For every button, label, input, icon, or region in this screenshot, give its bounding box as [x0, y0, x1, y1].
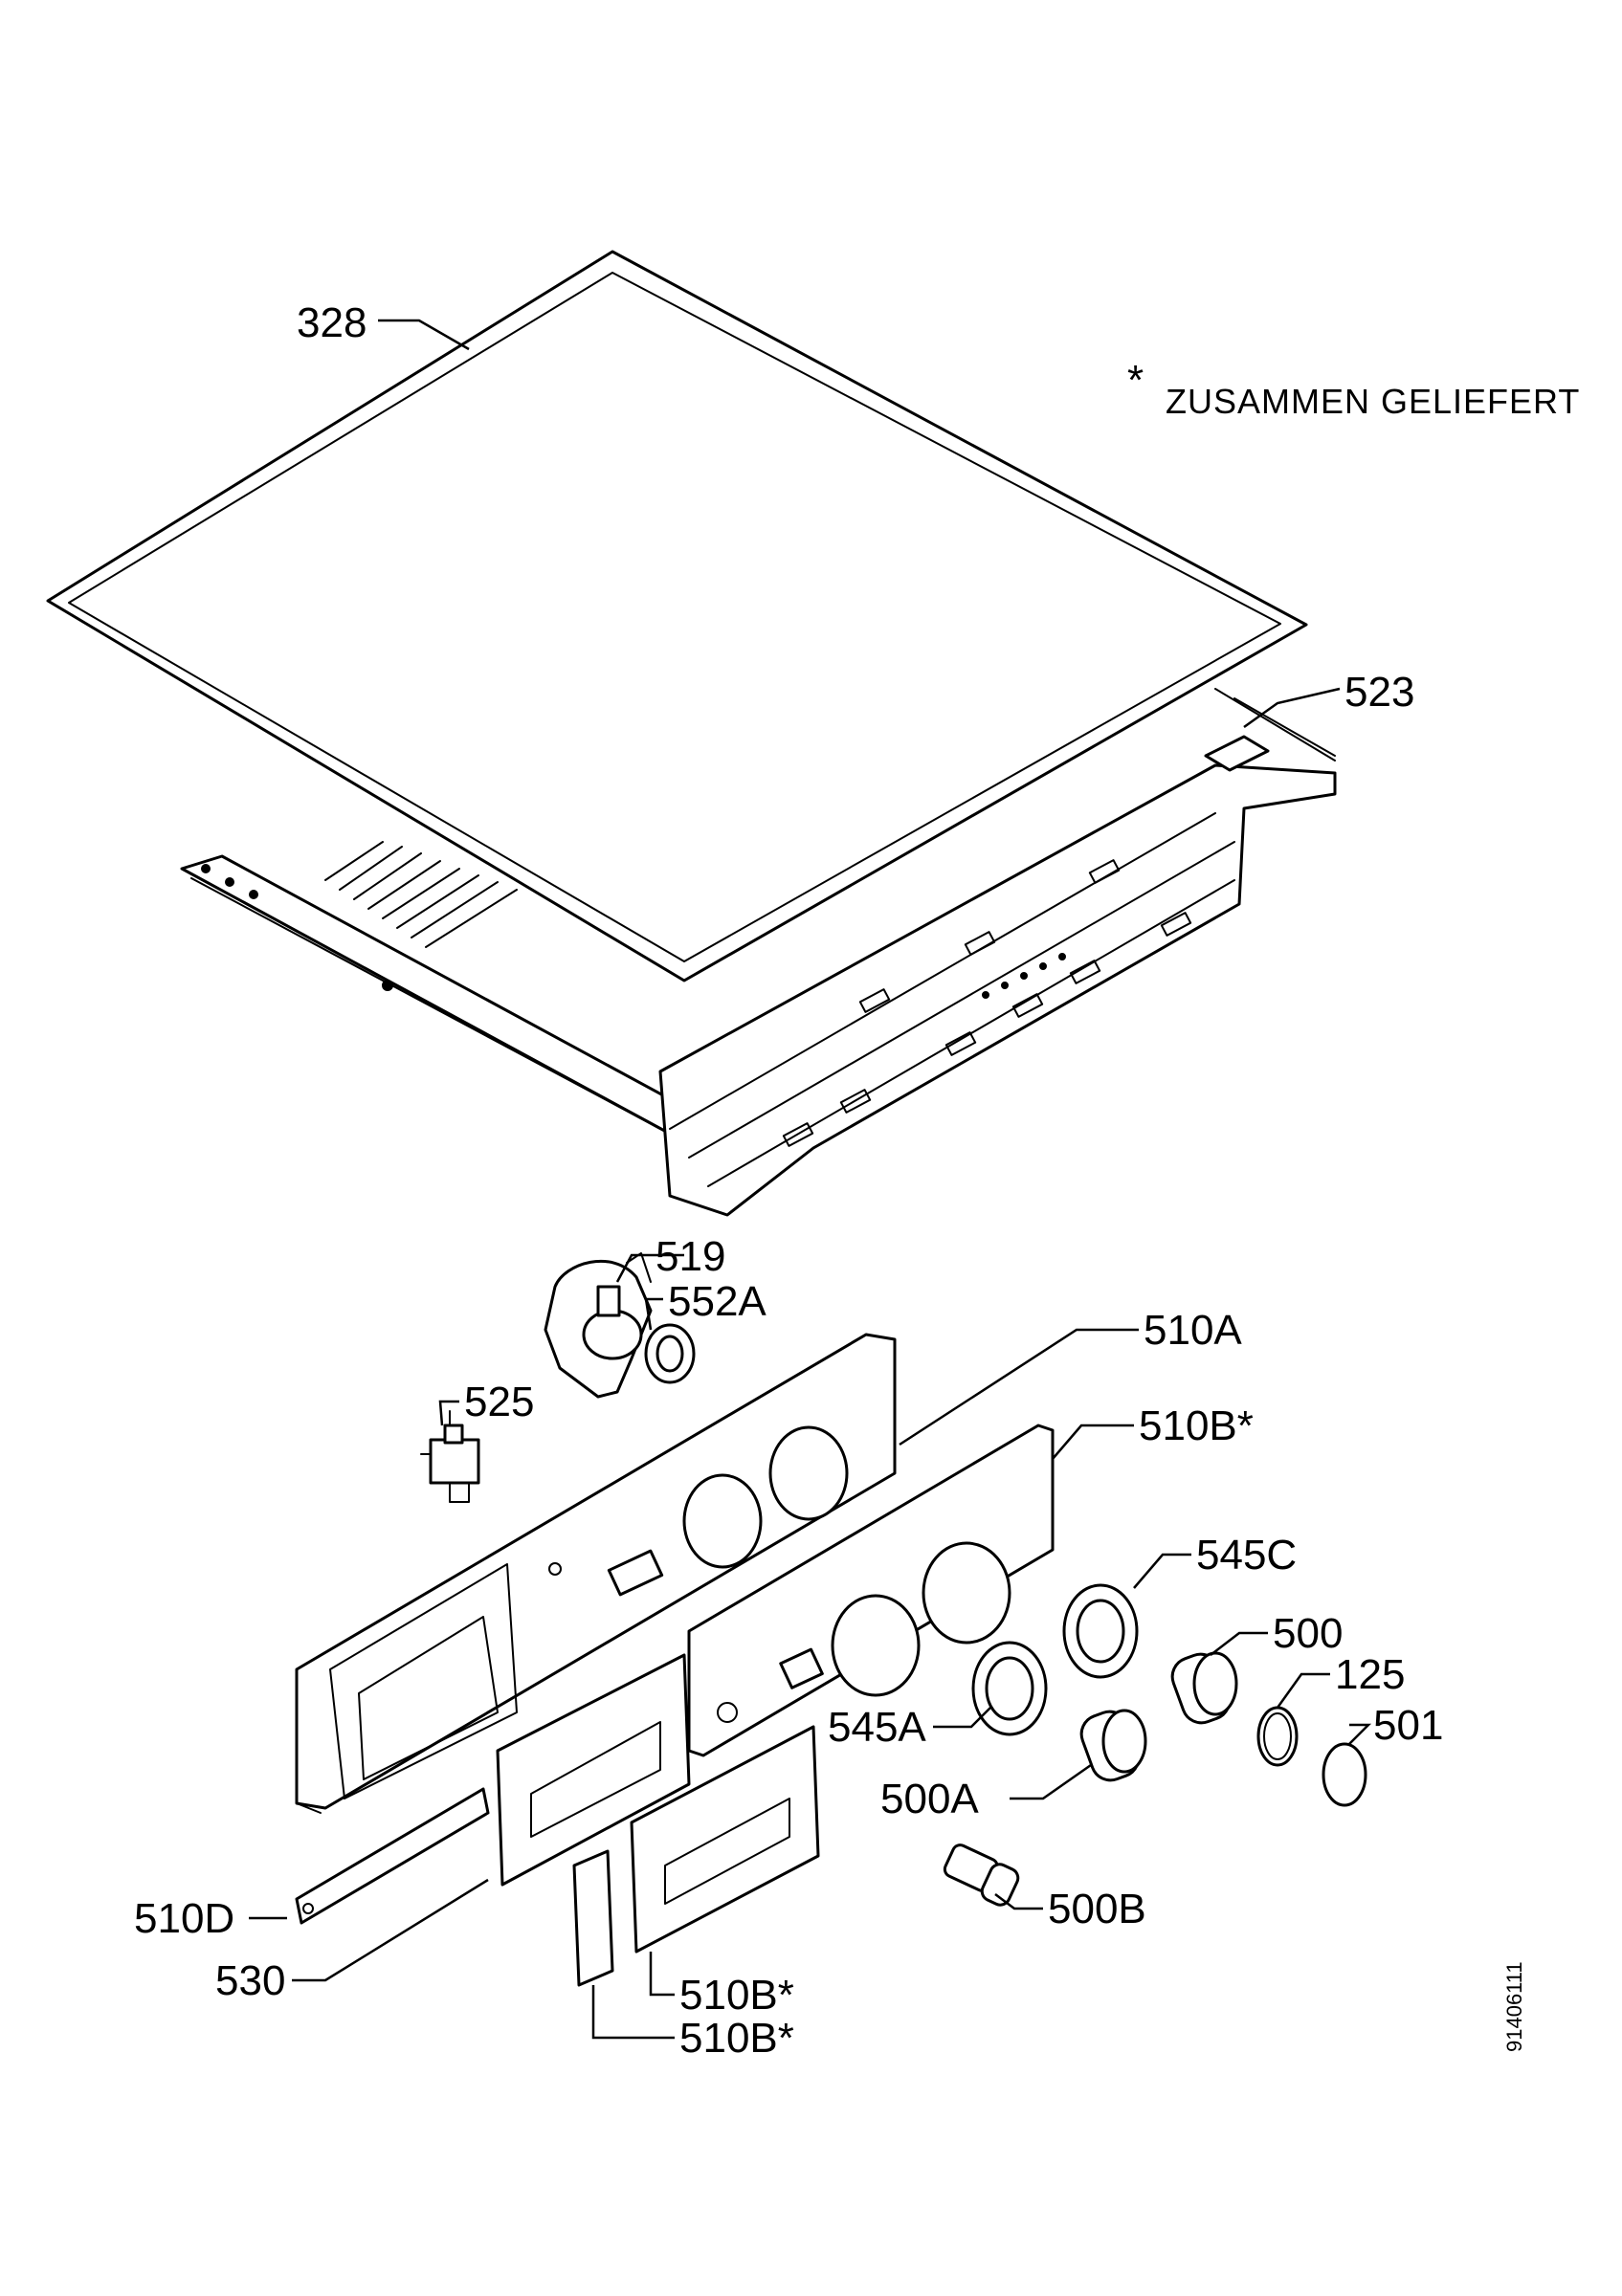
label-519: 519 — [655, 1233, 725, 1280]
supply-note: * ZUSAMMEN GELIEFERT — [1127, 357, 1580, 421]
ring-552a — [644, 1323, 696, 1384]
label-328: 328 — [297, 299, 367, 346]
strip-510b-low — [572, 1849, 614, 1987]
label-530: 530 — [215, 1957, 285, 2004]
knob-500 — [1170, 1651, 1238, 1725]
knob-holder-519 — [544, 1252, 653, 1399]
label-500: 500 — [1273, 1610, 1343, 1657]
note-asterisk: * — [1127, 357, 1144, 404]
control-panel-510a — [295, 1333, 897, 1814]
label-525: 525 — [464, 1379, 534, 1425]
switch-525 — [420, 1410, 480, 1503]
label-552a: 552A — [668, 1278, 767, 1325]
label-510a: 510A — [1144, 1307, 1242, 1354]
knob-500a — [1079, 1709, 1147, 1782]
cap-501 — [1322, 1742, 1367, 1807]
label-545a: 545A — [828, 1704, 926, 1751]
label-545c: 545C — [1196, 1532, 1297, 1578]
note-text: ZUSAMMEN GELIEFERT — [1166, 382, 1580, 421]
label-523: 523 — [1344, 669, 1414, 716]
strip-510d — [295, 1787, 490, 1925]
panel-530 — [496, 1653, 691, 1887]
label-500a: 500A — [880, 1776, 979, 1822]
label-501: 501 — [1373, 1702, 1443, 1749]
shaft-500b — [943, 1843, 1020, 1907]
part-labels: 328 523 519 552A 525 510A 510B* 545C 500… — [134, 299, 1443, 2062]
leader-lines — [249, 319, 1372, 2040]
label-125: 125 — [1335, 1651, 1405, 1698]
label-510b-mid: 510B* — [679, 1972, 794, 2019]
frame-523 — [180, 688, 1337, 1217]
label-510b-low: 510B* — [679, 2015, 794, 2062]
bezel-545a — [971, 1641, 1048, 1736]
cover-plate-328 — [46, 250, 1308, 982]
bezel-545c — [1062, 1583, 1139, 1679]
vent-slots — [324, 841, 518, 948]
panel-510b-mid — [630, 1725, 820, 1954]
ring-125 — [1256, 1706, 1299, 1767]
label-510b-top: 510B* — [1139, 1402, 1254, 1449]
drawing-number: 91406111 — [1502, 1961, 1526, 2052]
label-500b: 500B — [1048, 1886, 1146, 1932]
label-510d: 510D — [134, 1895, 234, 1942]
